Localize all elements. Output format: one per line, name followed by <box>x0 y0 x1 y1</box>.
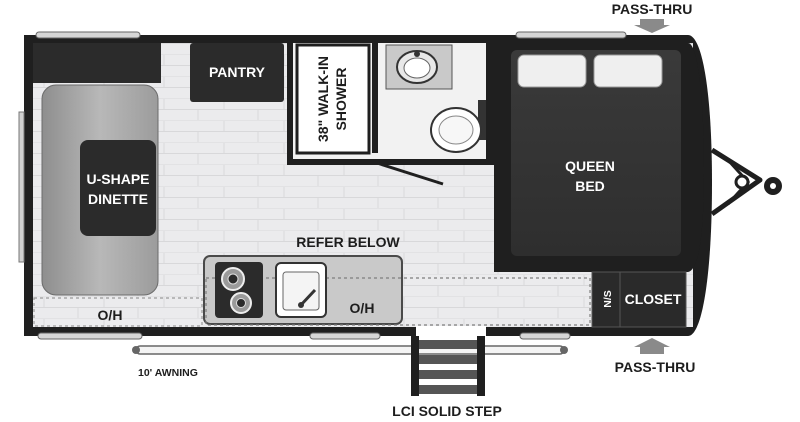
overhead-right <box>205 277 591 326</box>
nightstand-label: N/S <box>602 290 614 308</box>
walk-in-shower <box>295 43 371 155</box>
kitchen-drain-icon <box>298 302 304 308</box>
pillow-left-icon <box>517 54 587 88</box>
awning-bar <box>135 345 565 355</box>
kitchen-sink-basin-icon <box>282 271 320 311</box>
overhead-left <box>33 297 203 327</box>
closet-label: CLOSET <box>625 291 682 307</box>
entry-step-icon <box>411 336 485 396</box>
bath-bottom-wall <box>444 159 494 165</box>
bath-sink-basin-icon <box>403 57 431 79</box>
shower-label-line1: 38" WALK-IN <box>315 56 331 142</box>
dinette-label-line1: U-SHAPE <box>86 171 149 187</box>
closet <box>619 271 687 328</box>
rear-window-icon <box>18 111 25 263</box>
burner-2-center-icon <box>236 298 246 308</box>
queen-bed <box>511 50 681 256</box>
hitch-tongue-icon <box>710 147 782 217</box>
awning-label: 10' AWNING <box>138 367 198 379</box>
pantry-label: PANTRY <box>209 64 266 80</box>
pass-thru-bottom-label: PASS-THRU <box>615 359 696 375</box>
dinette-table <box>80 140 156 236</box>
window-top-right-icon <box>515 31 627 39</box>
shower-label-line2: SHOWER <box>333 68 349 131</box>
toilet-seat-icon <box>438 115 474 145</box>
burner-1-center-icon <box>227 273 239 285</box>
window-bottom-left-icon <box>37 332 143 340</box>
bath-door-icon <box>376 161 444 186</box>
window-bottom-mid-icon <box>309 332 381 340</box>
pass-thru-bottom-arrow-icon <box>634 338 670 354</box>
window-top-left-icon <box>35 31 141 39</box>
rear-overhead-cabinet <box>33 43 161 83</box>
pillow-right-icon <box>593 54 663 88</box>
oh-left-label: O/H <box>98 307 123 323</box>
entry-door <box>416 326 486 336</box>
bath-faucet-icon <box>414 51 420 57</box>
queen-bed-label-line2: BED <box>575 178 605 194</box>
pantry <box>190 43 284 102</box>
refer-below-label: REFER BELOW <box>296 234 400 250</box>
awning-end-left-icon <box>132 346 140 354</box>
pass-thru-top-arrow-icon <box>634 19 670 33</box>
nightstand <box>591 271 621 328</box>
pass-thru-top-label: PASS-THRU <box>612 1 693 17</box>
oh-right-label: O/H <box>350 300 375 316</box>
window-bottom-right-icon <box>519 332 571 340</box>
step-label: LCI SOLID STEP <box>392 403 502 419</box>
queen-bed-label-line1: QUEEN <box>565 158 615 174</box>
awning-end-right-icon <box>560 346 568 354</box>
bath-inner-wall <box>372 43 378 153</box>
toilet-tank-icon <box>478 100 486 140</box>
dinette-label-line2: DINETTE <box>88 191 148 207</box>
